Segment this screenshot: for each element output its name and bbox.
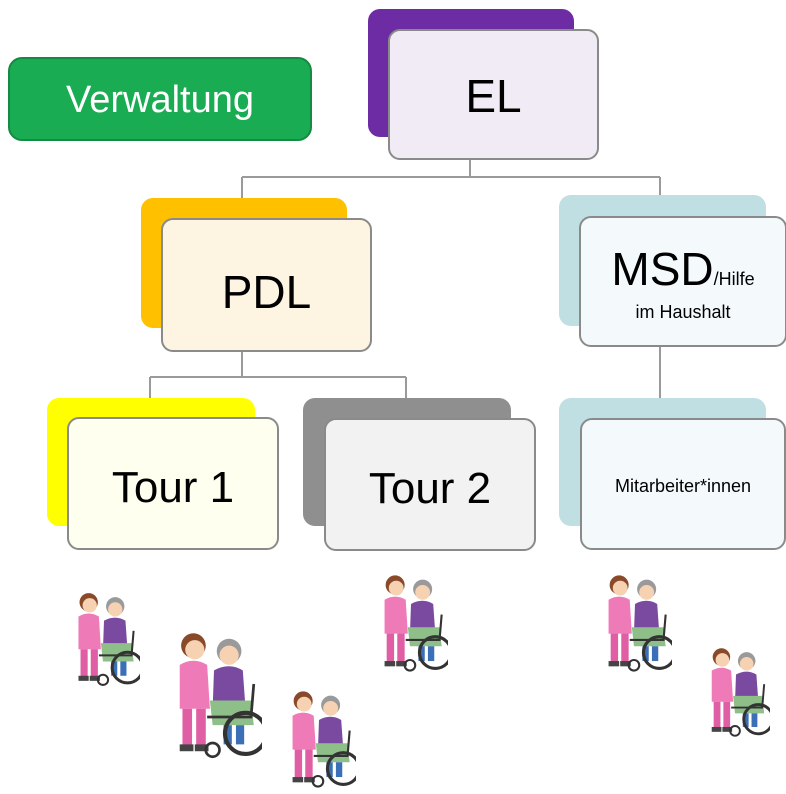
msd-label: MSD/Hilfe [581, 246, 785, 292]
el-label: EL [465, 70, 522, 122]
caregiver-wheelchair-icon [382, 573, 448, 673]
caregiver-wheelchair-icon [710, 646, 770, 738]
pdl-node: PDL [161, 218, 372, 352]
msd-node: MSD/Hilfe im Haushalt [579, 216, 786, 347]
staff-node: Mitarbeiter*innen [580, 418, 786, 550]
tour2-node: Tour 2 [324, 418, 536, 551]
tour1-label: Tour 1 [111, 463, 235, 512]
staff-label: Mitarbeiter*innen [614, 476, 752, 496]
pdl-label: PDL [221, 266, 312, 318]
verwaltung-label: Verwaltung [65, 79, 254, 121]
msd-label-main: MSD [611, 243, 714, 295]
verwaltung-box: Verwaltung [8, 57, 312, 141]
msd-label-sub: im Haushalt [635, 302, 731, 322]
tour1-node: Tour 1 [67, 417, 279, 550]
tour2-label: Tour 2 [368, 464, 492, 513]
caregiver-wheelchair-icon [606, 573, 672, 673]
caregiver-wheelchair-icon [166, 620, 262, 770]
caregiver-wheelchair-icon [76, 591, 140, 687]
el-node: EL [388, 29, 599, 160]
msd-label-suffix: /Hilfe [713, 269, 755, 289]
caregiver-wheelchair-icon [290, 689, 356, 789]
